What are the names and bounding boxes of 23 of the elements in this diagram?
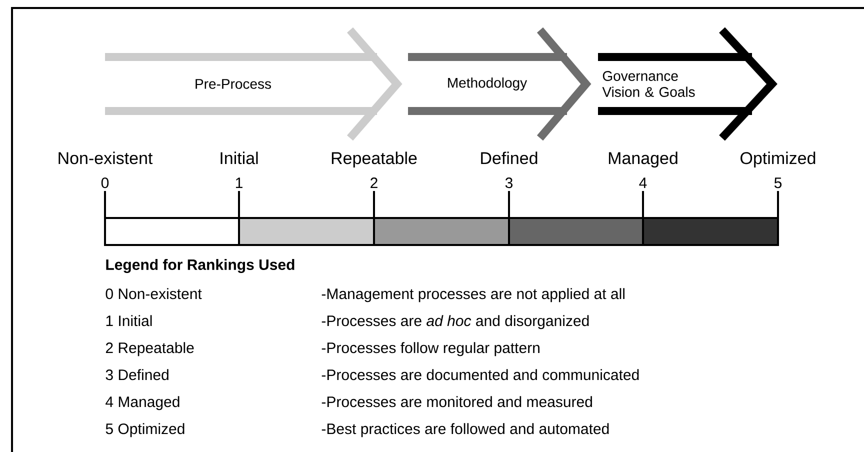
level-name: Optimized [740, 152, 816, 168]
level-number: 1 [236, 178, 242, 188]
ranking-description: -Processes are ad hoc and disorganized [322, 315, 589, 330]
ranking-name: 4 Managed [106, 396, 180, 410]
level-name: Managed [608, 152, 678, 168]
legend-title: Legend for Rankings Used [106, 258, 294, 274]
ranking-name: 0 Non-existent [106, 288, 202, 300]
level-number: 3 [505, 178, 513, 188]
level-number: 5 [774, 178, 782, 188]
ranking-name: 2 Repeatable [106, 342, 194, 356]
level-number: 2 [370, 178, 378, 188]
ranking-description: -Processes are documented and communicated [322, 369, 639, 380]
ranking-description: -Management processes are not applied at all [322, 288, 624, 302]
ranking-name: 1 Initial [106, 315, 152, 326]
level-number: 0 [101, 178, 109, 188]
ranking-description: -Best practices are followed and automated [322, 423, 609, 438]
ranking-description: -Processes are monitored and measured [322, 396, 592, 408]
level-name: Non-existent [58, 152, 153, 164]
ranking-description: -Processes follow regular pattern [322, 342, 540, 356]
level-name: Repeatable [332, 152, 417, 168]
ranking-name: 3 Defined [106, 369, 168, 380]
level-number: 4 [639, 178, 647, 188]
ranking-name: 5 Optimized [106, 423, 184, 438]
